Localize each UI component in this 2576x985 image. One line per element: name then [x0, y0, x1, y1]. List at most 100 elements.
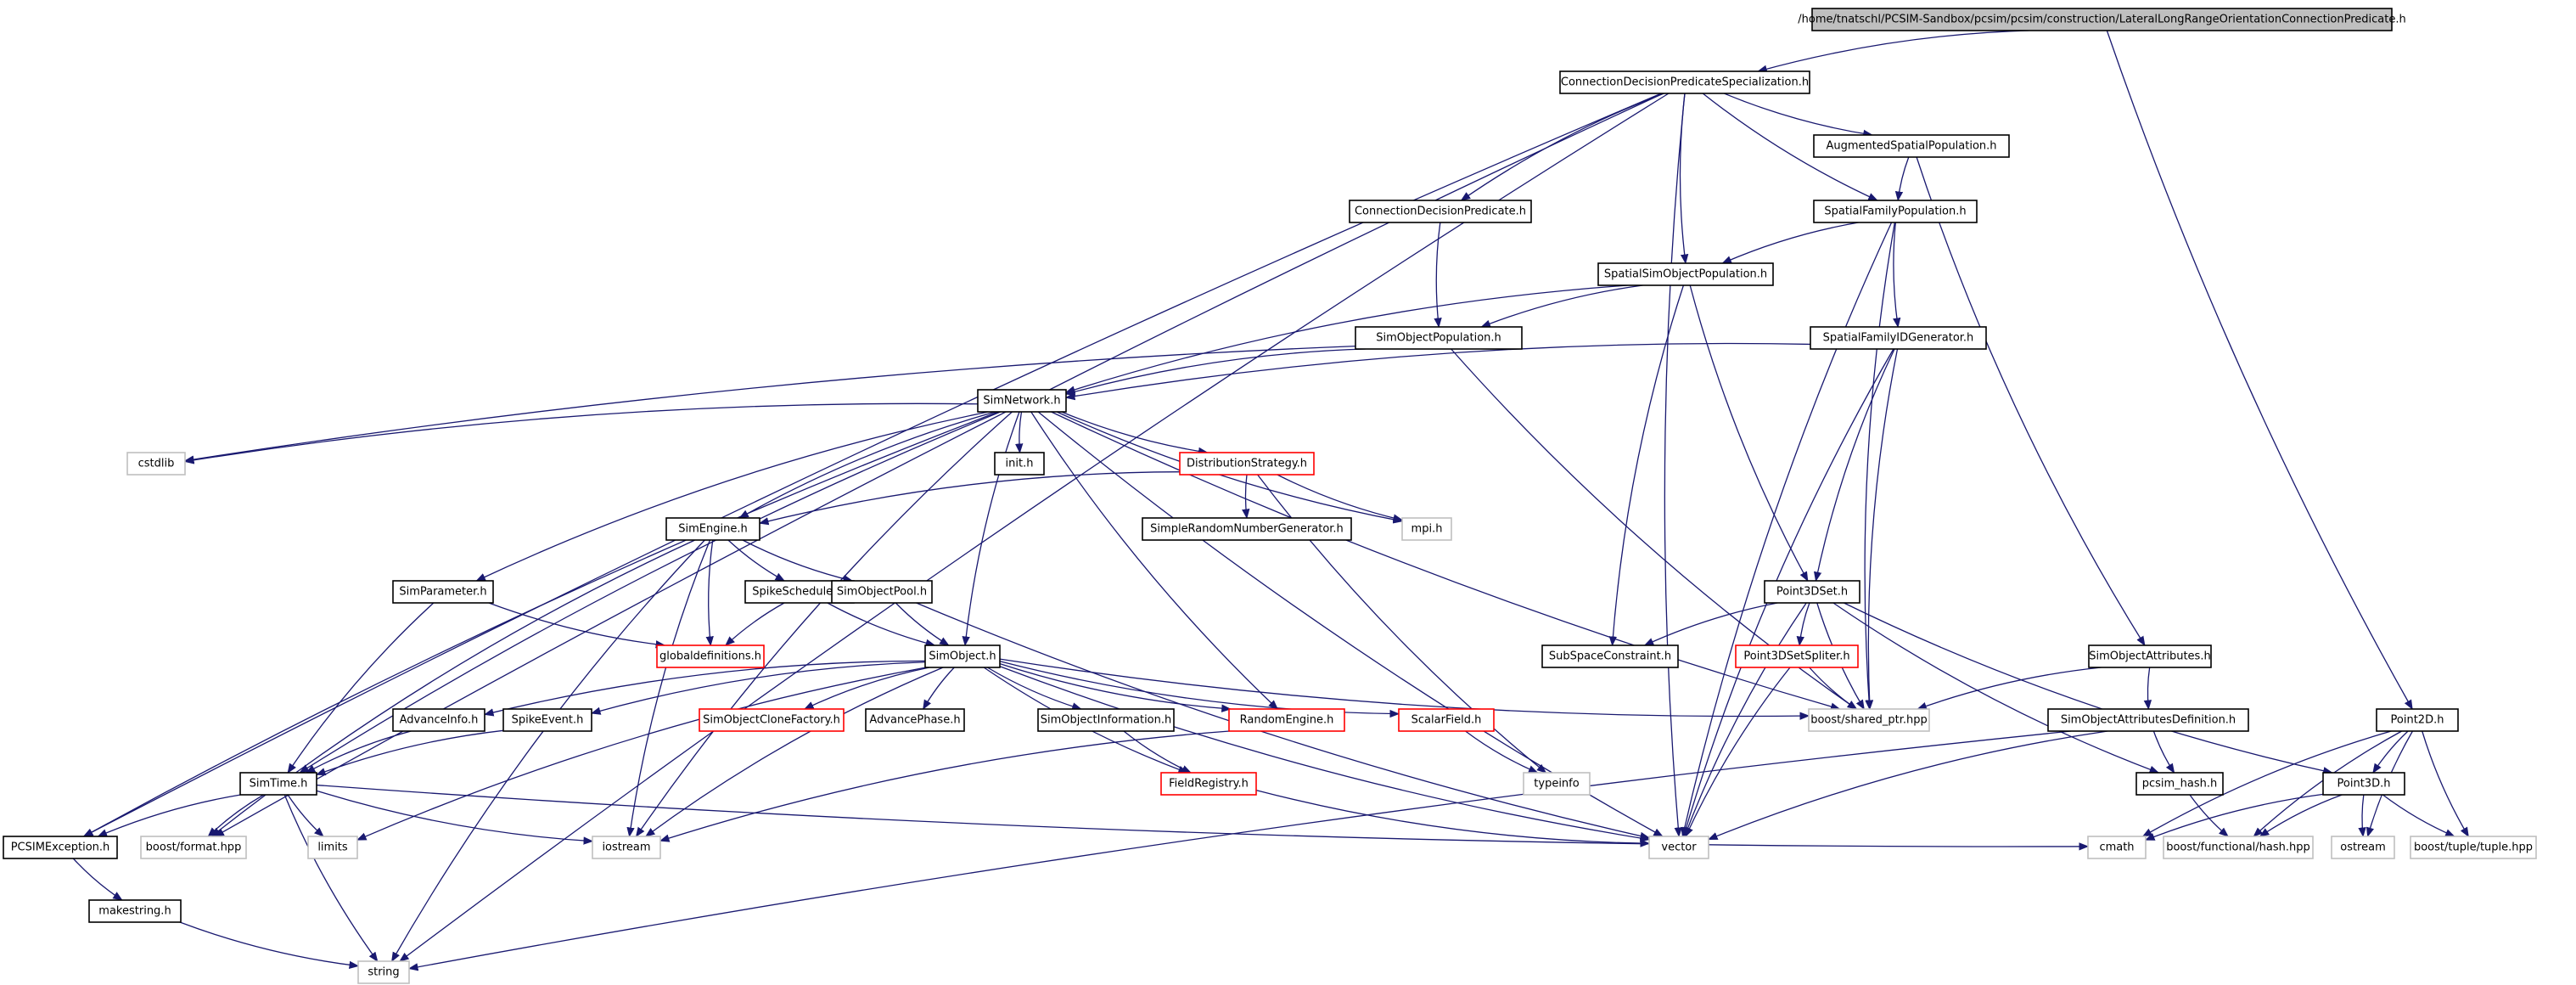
node-subspace-label: SubSpaceConstraint.h: [1549, 650, 1671, 663]
node-simobjpool[interactable]: SimObjectPool.h: [831, 580, 933, 604]
node-cmath-box: [2087, 836, 2147, 859]
node-simobjpool-box: [831, 580, 933, 604]
node-advinfo[interactable]: AdvanceInfo.h: [392, 708, 485, 732]
node-simparam[interactable]: SimParameter.h: [392, 580, 494, 604]
node-btuple-box: [2410, 836, 2537, 859]
edge-simobj-to-soinfo: [986, 667, 1082, 711]
node-p3dset[interactable]: Point3DSet.h: [1764, 580, 1860, 604]
edge-point2d-to-btuple: [2422, 730, 2469, 838]
node-subspace-box: [1541, 644, 1679, 668]
header-nodes: /home/tnatschl/PCSIM-Sandbox/pcsim/pcsim…: [3, 8, 2537, 984]
node-sharedptr-label: boost/shared_ptr.hpp: [1810, 714, 1928, 727]
node-iostream-box: [592, 836, 661, 859]
node-makestring[interactable]: makestring.h: [88, 899, 182, 923]
node-cdps[interactable]: ConnectionDecisionPredicateSpecializatio…: [1559, 70, 1810, 94]
node-subspace[interactable]: SubSpaceConstraint.h: [1541, 644, 1679, 668]
node-limits-label: limits: [317, 841, 348, 854]
node-sfp[interactable]: SpatialFamilyPopulation.h: [1813, 200, 1978, 223]
node-randeng-label: RandomEngine.h: [1240, 714, 1334, 727]
edge-simengine-to-globaldefs: [705, 539, 714, 647]
node-soinfo[interactable]: SimObjectInformation.h: [1037, 708, 1175, 732]
node-pcsimhash-box: [2135, 772, 2224, 796]
edge-simtime-to-cmath: [316, 784, 2090, 851]
edge-simnet-to-init: [1015, 411, 1024, 454]
node-asp-label: AugmentedSpatialPopulation.h: [1826, 140, 1996, 153]
edge-ssop-to-p3dset: [1689, 284, 1809, 583]
node-socf-box: [699, 708, 845, 732]
edge-sfidg-to-simnet: [1064, 342, 1811, 401]
node-simobj[interactable]: SimObject.h: [924, 644, 1001, 668]
edge-sop-to-cstdlib: [183, 345, 1356, 464]
node-globaldefs[interactable]: globaldefinitions.h: [656, 644, 765, 668]
node-mpi-box: [1401, 517, 1452, 541]
node-init-label: init.h: [1006, 458, 1034, 470]
node-advphase-box: [865, 708, 965, 732]
node-point3d[interactable]: Point3D.h: [2322, 772, 2405, 796]
node-p3dsetspliter-box: [1735, 644, 1859, 668]
node-simengine[interactable]: SimEngine.h: [665, 517, 760, 541]
node-root[interactable]: /home/tnatschl/PCSIM-Sandbox/pcsim/pcsim…: [1798, 8, 2406, 31]
node-p3dsetspliter-label: Point3DSetSpliter.h: [1743, 650, 1849, 663]
edge-ssop-to-sop: [1480, 284, 1643, 328]
node-simnet-label: SimNetwork.h: [983, 395, 1060, 408]
edge-spikeevent-to-simtime: [315, 729, 504, 776]
node-sop[interactable]: SimObjectPopulation.h: [1355, 326, 1523, 350]
edge-point3d-to-btuple: [2382, 794, 2455, 837]
node-typeinfo-label: typeinfo: [1534, 778, 1579, 791]
node-globaldefs-label: globaldefinitions.h: [659, 650, 761, 663]
node-srng[interactable]: SimpleRandomNumberGenerator.h: [1142, 517, 1352, 541]
node-sfidg-label: SpatialFamilyIDGenerator.h: [1823, 332, 1974, 345]
edge-simnet-to-sharedptr: [1051, 411, 1841, 711]
node-point2d-box: [2376, 708, 2459, 732]
node-spikeevent-label: SpikeEvent.h: [512, 714, 584, 727]
node-spikeevent-box: [502, 708, 592, 732]
edge-p3dset-to-subspace: [1643, 602, 1778, 646]
node-simnet[interactable]: SimNetwork.h: [977, 389, 1067, 413]
edge-simobj-to-advphase: [923, 667, 955, 711]
node-mpi: mpi.h: [1401, 517, 1452, 541]
edge-simtime-to-string: [283, 794, 379, 962]
edge-diststrat-to-mpi: [1277, 474, 1404, 522]
node-randeng[interactable]: RandomEngine.h: [1228, 708, 1345, 732]
node-scalarfield[interactable]: ScalarField.h: [1398, 708, 1495, 732]
edge-simnet-to-simobj: [962, 411, 1020, 647]
edge-sfp-to-sfidg: [1893, 222, 1901, 329]
edge-ssop-to-subspace: [1608, 284, 1685, 647]
node-diststrat[interactable]: DistributionStrategy.h: [1179, 452, 1315, 476]
edge-point3d-to-bhash: [2259, 794, 2343, 837]
node-socf-label: SimObjectCloneFactory.h: [703, 714, 840, 727]
node-advphase[interactable]: AdvancePhase.h: [865, 708, 965, 732]
node-init-box: [994, 452, 1045, 476]
node-p3dsetspliter[interactable]: Point3DSetSpliter.h: [1735, 644, 1859, 668]
edge-cdps-to-ssop: [1679, 93, 1689, 265]
node-soattrdef[interactable]: SimObjectAttributesDefinition.h: [2047, 708, 2249, 732]
edge-simtime-to-bformat: [207, 794, 264, 837]
node-simobjpool-label: SimObjectPool.h: [837, 586, 927, 599]
edge-cdps-to-sfp: [1702, 93, 1878, 201]
node-spikeevent[interactable]: SpikeEvent.h: [502, 708, 592, 732]
node-fieldreg[interactable]: FieldRegistry.h: [1160, 772, 1257, 796]
node-socf[interactable]: SimObjectCloneFactory.h: [699, 708, 845, 732]
node-init[interactable]: init.h: [994, 452, 1045, 476]
node-ssop[interactable]: SpatialSimObjectPopulation.h: [1597, 262, 1774, 286]
edge-asp-to-soattr: [1916, 156, 2146, 646]
node-soattr[interactable]: SimObjectAttributes.h: [2088, 644, 2212, 668]
edge-point3d-to-ostream: [2358, 794, 2366, 838]
node-point2d[interactable]: Point2D.h: [2376, 708, 2459, 732]
node-asp[interactable]: AugmentedSpatialPopulation.h: [1813, 134, 2010, 158]
edge-fieldreg-to-vector: [1255, 789, 1651, 847]
node-pcsimhash[interactable]: pcsim_hash.h: [2135, 772, 2224, 796]
node-bhash-box: [2163, 836, 2314, 859]
edge-simnet-to-randeng: [1030, 411, 1279, 710]
edge-asp-to-sfp: [1894, 156, 1910, 202]
node-advinfo-box: [392, 708, 485, 732]
node-soattr-box: [2088, 644, 2212, 668]
edge-simtime-to-iostream: [316, 790, 594, 845]
node-pcsimexc[interactable]: PCSIMException.h: [3, 836, 118, 859]
edge-p3dsetspliter-to-vector: [1685, 667, 1791, 838]
edge-simengine-to-iostream: [626, 539, 711, 838]
node-simtime[interactable]: SimTime.h: [239, 772, 317, 796]
node-btuple-label: boost/tuple/tuple.hpp: [2414, 841, 2533, 854]
node-cdp[interactable]: ConnectionDecisionPredicate.h: [1349, 200, 1532, 223]
node-sfidg[interactable]: SpatialFamilyIDGenerator.h: [1810, 326, 1987, 350]
